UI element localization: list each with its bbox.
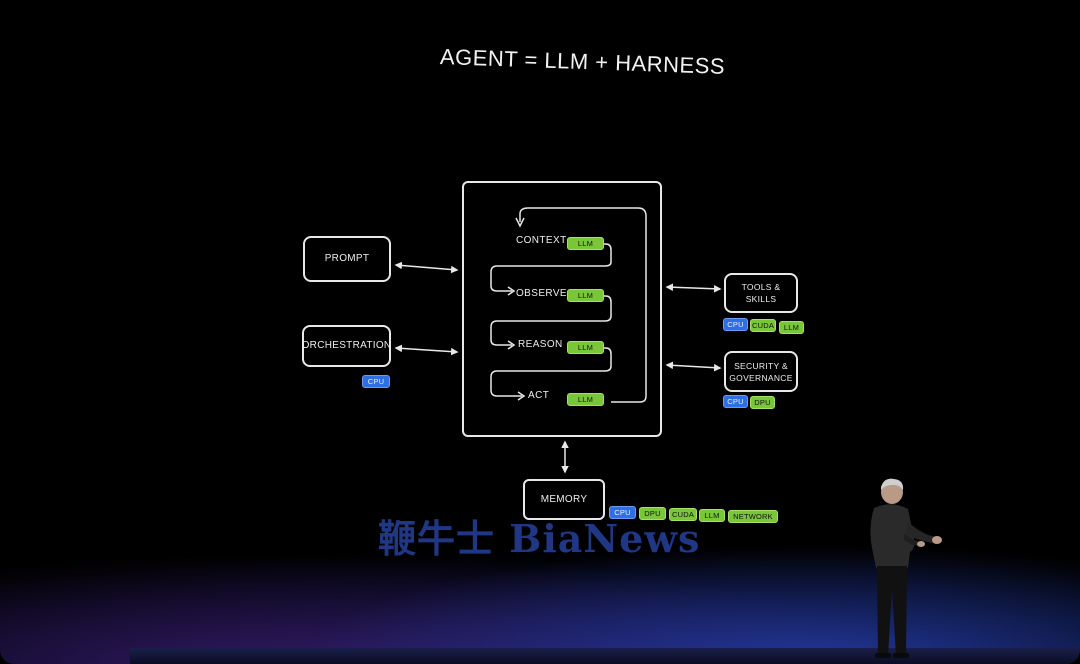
orchestration-label: ORCHESTRATION <box>302 340 392 352</box>
memory-label: MEMORY <box>541 494 588 506</box>
step-act-label: ACT <box>528 390 549 401</box>
orchestration-harness-arrow <box>396 348 457 352</box>
step-act-llm-chip: LLM <box>567 393 604 406</box>
security-label-line1: SECURITY & <box>734 360 788 372</box>
step-reason-label: REASON <box>518 339 563 350</box>
security-governance-box: SECURITY & GOVERNANCE <box>724 351 798 392</box>
tools-cuda-chip: CUDA <box>750 319 776 332</box>
harness-tools-arrow <box>667 287 720 289</box>
security-cpu-chip: CPU <box>723 395 748 408</box>
step-context-label: CONTEXT <box>516 235 567 246</box>
security-dpu-chip: DPU <box>750 396 775 409</box>
step-context-llm-chip: LLM <box>567 237 604 250</box>
orchestration-cpu-chip: CPU <box>362 375 390 388</box>
tools-llm-chip: LLM <box>779 321 804 334</box>
speaker-figure <box>862 478 946 660</box>
prompt-harness-arrow <box>396 265 457 270</box>
memory-llm-chip: LLM <box>699 509 725 522</box>
prompt-label: PROMPT <box>325 253 370 265</box>
step-reason-llm-chip: LLM <box>567 341 604 354</box>
tools-cpu-chip: CPU <box>723 318 748 331</box>
step-observe-llm-chip: LLM <box>567 289 604 302</box>
security-label-line2: GOVERNANCE <box>729 372 792 384</box>
memory-network-chip: NETWORK <box>728 510 778 523</box>
watermark-logo: 鞭牛士 BiaNews <box>378 508 700 563</box>
step-observe-label: OBSERVE <box>516 288 567 299</box>
tools-skills-box: TOOLS & SKILLS <box>724 273 798 313</box>
tools-skills-label: TOOLS & SKILLS <box>726 281 796 305</box>
prompt-box: PROMPT <box>303 236 391 282</box>
harness-security-arrow <box>667 365 720 368</box>
orchestration-box: ORCHESTRATION <box>302 325 391 367</box>
harness-box <box>462 181 662 437</box>
